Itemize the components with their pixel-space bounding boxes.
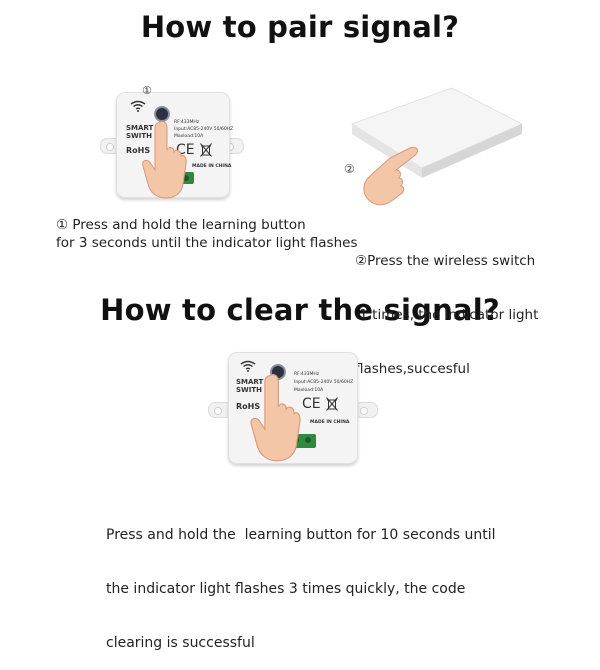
receiver-module-clear: SMART SWITH RF:433MHz Input:AC85-240V 50… <box>206 350 378 468</box>
step2-caption-line: ②Press the wireless switch <box>355 253 536 269</box>
wireless-switch-scene: ② <box>340 86 530 208</box>
receiver-module-pair: ① SMART SWITH RF:433MHz Input:AC85-240V … <box>96 84 246 200</box>
brand-line-1: SMART <box>126 124 154 132</box>
spec-line-3: Maxload:10A <box>294 388 324 393</box>
step1-caption-line: for 3 seconds until the indicator light … <box>56 235 358 251</box>
pair-title: How to pair signal? <box>140 10 460 44</box>
step1-caption: ① Press and hold the learning button for… <box>56 216 357 252</box>
brand-line-2: SWITH <box>236 386 263 394</box>
rohs-mark: RoHS <box>126 146 151 155</box>
made-in-china: MADE IN CHINA <box>310 420 350 425</box>
weee-bin-icon <box>200 143 212 157</box>
spec-line-1: RF:433MHz <box>294 372 320 377</box>
brand-line-1: SMART <box>236 378 264 386</box>
step2-caption-line: 1 times, the indicator light <box>355 307 539 323</box>
weee-bin-icon <box>326 397 338 411</box>
ce-mark: CE <box>302 396 321 412</box>
spec-line-2: Input:AC85-240V 50/60HZ <box>294 380 354 385</box>
step2-caption-line: flashes,succesful <box>355 361 470 377</box>
step-marker-1: ① <box>142 84 152 97</box>
wifi-icon <box>130 100 146 112</box>
spec-line-3: Maxload:10A <box>174 134 204 139</box>
made-in-china: MADE IN CHINA <box>192 164 232 169</box>
clear-caption-line: clearing is successful <box>106 635 255 651</box>
mounting-ear-right <box>354 402 378 418</box>
rohs-mark: RoHS <box>236 402 261 411</box>
spec-line-2: Input:AC85-240V 50/60HZ <box>174 127 234 132</box>
mounting-ear-left <box>208 402 232 418</box>
clear-title: How to clear the signal? <box>100 293 500 327</box>
step-marker-2: ② <box>344 162 355 176</box>
wireless-switch-panel <box>350 87 524 178</box>
clear-caption-line: the indicator light flashes 3 times quic… <box>106 581 466 597</box>
brand-line-2: SWITH <box>126 132 153 140</box>
clear-caption: Press and hold the learning button for 1… <box>106 490 495 670</box>
step2-caption: ②Press the wireless switch 1 times, the … <box>355 216 538 396</box>
module-body <box>116 92 230 198</box>
spec-line-1: RF:433MHz <box>174 120 200 125</box>
hand-pressing-switch-icon <box>363 146 418 206</box>
hand-pressing-icon <box>142 120 187 199</box>
step1-caption-line: ① Press and hold the learning button <box>56 217 306 233</box>
hand-pressing-icon <box>250 374 301 462</box>
wifi-icon <box>240 360 256 372</box>
clear-caption-line: Press and hold the learning button for 1… <box>106 527 496 543</box>
